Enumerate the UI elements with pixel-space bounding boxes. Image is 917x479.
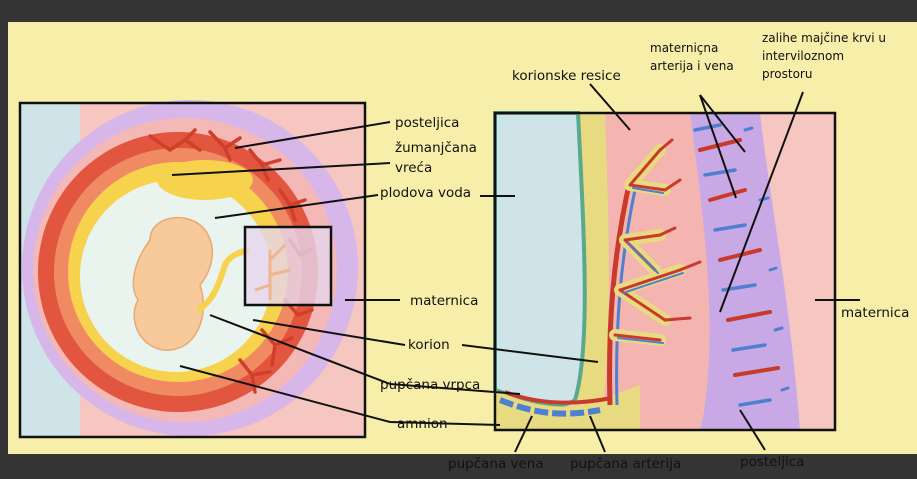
label-maternicna-line2: arterija i vena <box>650 59 734 73</box>
zoom-box <box>245 227 331 305</box>
label-plodova-voda: plodova voda <box>380 185 471 201</box>
label-zumanjcana-line1: žumanjčana <box>395 140 477 156</box>
label-posteljica-right: posteljica <box>740 454 804 470</box>
label-maternicna-line1: materniçna <box>650 41 718 55</box>
right-panel <box>495 113 835 430</box>
label-pupcana-arterija: pupčana arterija <box>570 456 681 472</box>
label-zalihe-line1: zalihe majčine krvi u <box>762 31 886 45</box>
label-maternica-right: maternica <box>841 305 909 321</box>
label-maternica-center: maternica <box>410 293 478 309</box>
left-panel <box>20 100 365 437</box>
amniotic-fluid-right <box>495 113 585 405</box>
yolk-sac <box>157 160 253 200</box>
label-zumanjcana-line2: vreća <box>395 160 432 176</box>
label-korion: korion <box>408 337 450 353</box>
label-korionske-resice: korionske resice <box>512 68 621 84</box>
label-posteljica-left: posteljica <box>395 115 459 131</box>
label-zalihe-line2: interviloznom <box>762 49 844 63</box>
label-amnion: amnion <box>397 416 448 432</box>
label-zalihe-line3: prostoru <box>762 67 812 81</box>
label-pupcana-vena: pupčana vena <box>448 456 544 472</box>
label-pupcana-vrpca: pupčana vrpca <box>380 377 480 393</box>
